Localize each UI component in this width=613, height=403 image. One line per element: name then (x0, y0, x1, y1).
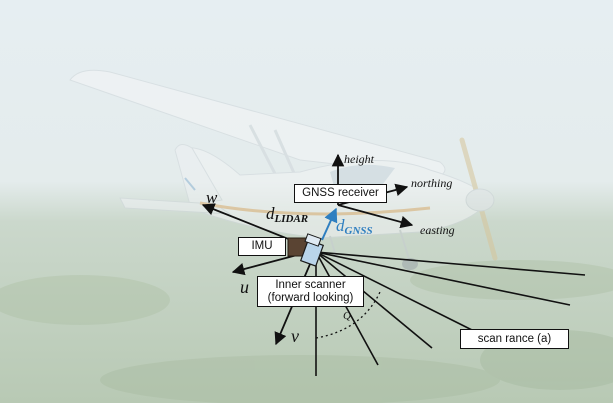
q-angle-label: Q (343, 310, 351, 322)
scanner-device-icon (299, 233, 325, 267)
inner-scanner-line1: Inner scanner (275, 279, 346, 291)
scan-ray-2 (315, 251, 379, 366)
v-axis-label: v (291, 326, 299, 346)
inner-scanner-line2: (forward looking) (267, 292, 354, 304)
height-label: height (344, 152, 374, 166)
scan-ray-4 (315, 251, 473, 331)
inner-scanner-box: Inner scanner (forward looking) (257, 276, 364, 307)
scan-range-box: scan rance (a) (460, 329, 569, 349)
d-gnss-symbol: d (336, 216, 345, 235)
d-gnss-subscript: GNSS (344, 225, 373, 237)
easting-label: easting (420, 223, 455, 237)
d-gnss-arrow (321, 207, 338, 241)
gnss-receiver-box: GNSS receiver (294, 184, 387, 203)
northing-label: northing (411, 176, 453, 190)
scan-rays (315, 251, 586, 376)
scan-ray-3 (315, 251, 433, 349)
scan-ray-5 (315, 251, 571, 306)
easting-arrow (337, 204, 414, 229)
imu-box: IMU (238, 237, 286, 256)
d-lidar-label: dLIDAR (266, 204, 308, 225)
u-axis-label: u (240, 277, 249, 297)
scan-ray-6 (315, 251, 586, 276)
d-lidar-symbol: d (266, 204, 275, 223)
d-lidar-subscript: LIDAR (274, 213, 309, 225)
d-gnss-label: dGNSS (336, 216, 373, 237)
w-axis-label: w (206, 188, 218, 207)
